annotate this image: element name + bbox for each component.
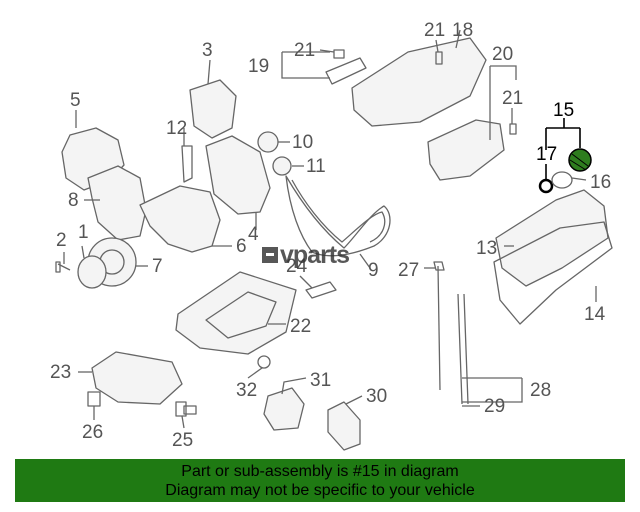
banner-line-1: Part or sub-assembly is #15 in diagram [181, 462, 459, 480]
callout-4: 4 [248, 224, 259, 245]
callout-11: 11 [306, 156, 326, 177]
callout-25: 25 [172, 430, 193, 451]
callout-12: 12 [166, 118, 187, 139]
callout-17: 17 [536, 144, 557, 165]
callout-26: 26 [82, 422, 103, 443]
part-25-sensor [175, 401, 197, 417]
callout-7: 7 [152, 256, 163, 277]
callout-21-b: 21 [424, 20, 445, 41]
callout-19: 19 [248, 56, 269, 77]
part-31-filter-housing [263, 387, 305, 431]
callout-18: 18 [452, 20, 473, 41]
part-12-bracket [181, 145, 193, 183]
callout-23: 23 [50, 362, 71, 383]
part-17-seal [538, 178, 554, 194]
part-22-oil-pan [175, 271, 297, 355]
callout-1: 1 [78, 222, 89, 243]
part-24-bracket [305, 281, 337, 299]
part-26-sensor [87, 391, 101, 407]
part-23-lower-pan [91, 351, 183, 405]
part-1-crank-pulley [77, 255, 107, 289]
part-10-pulley [257, 131, 279, 153]
callout-9: 9 [368, 260, 379, 281]
part-27-dipstick [433, 261, 445, 391]
callout-21-a: 21 [294, 40, 315, 61]
part-20-valve-cover [427, 119, 505, 181]
callout-16: 16 [590, 172, 611, 193]
part-30-oil-filter [327, 401, 361, 451]
callout-2: 2 [56, 230, 67, 251]
vparts-watermark-text: vparts [280, 240, 350, 269]
part-2-bolt [55, 261, 71, 273]
callout-21-c: 21 [502, 88, 523, 109]
callout-13: 13 [476, 238, 497, 259]
part-11-pulley [272, 156, 292, 176]
part-3-upper-cover [189, 79, 237, 139]
callout-20: 20 [492, 44, 513, 65]
banner-line-2: Diagram may not be specific to your vehi… [165, 481, 475, 499]
callout-15: 15 [553, 100, 574, 121]
vparts-logo-mark-icon [262, 247, 278, 263]
callout-10: 10 [292, 132, 313, 153]
callout-29: 29 [484, 396, 505, 417]
callout-31: 31 [310, 370, 331, 391]
leader-15 [545, 118, 581, 150]
callout-30: 30 [366, 386, 387, 407]
callout-24: 24 [286, 256, 308, 277]
callout-22: 22 [290, 316, 311, 337]
callout-32: 32 [236, 380, 257, 401]
part-29-dipstick-tube [457, 293, 469, 405]
part-9-timing-belt [285, 175, 391, 257]
part-18-intake-cover [351, 37, 487, 127]
part-6-cover [139, 185, 221, 253]
part-13-valve-cover [495, 189, 609, 287]
part-4-rear-cover [205, 135, 271, 215]
callout-6: 6 [236, 236, 247, 257]
part-16-gasket [551, 171, 573, 189]
part-14-gasket [493, 221, 613, 325]
info-banner: Part or sub-assembly is #15 in diagram D… [15, 459, 625, 502]
callout-8: 8 [68, 190, 79, 211]
callout-3: 3 [202, 40, 213, 61]
vparts-watermark: vparts [262, 240, 384, 270]
callout-27: 27 [398, 260, 419, 281]
callout-14: 14 [584, 304, 606, 325]
callout-28: 28 [530, 380, 551, 401]
part-21-bolt [333, 49, 517, 135]
part-8-lower-cover [87, 165, 147, 241]
part-32-plug [257, 355, 271, 369]
callout-5: 5 [70, 90, 81, 111]
